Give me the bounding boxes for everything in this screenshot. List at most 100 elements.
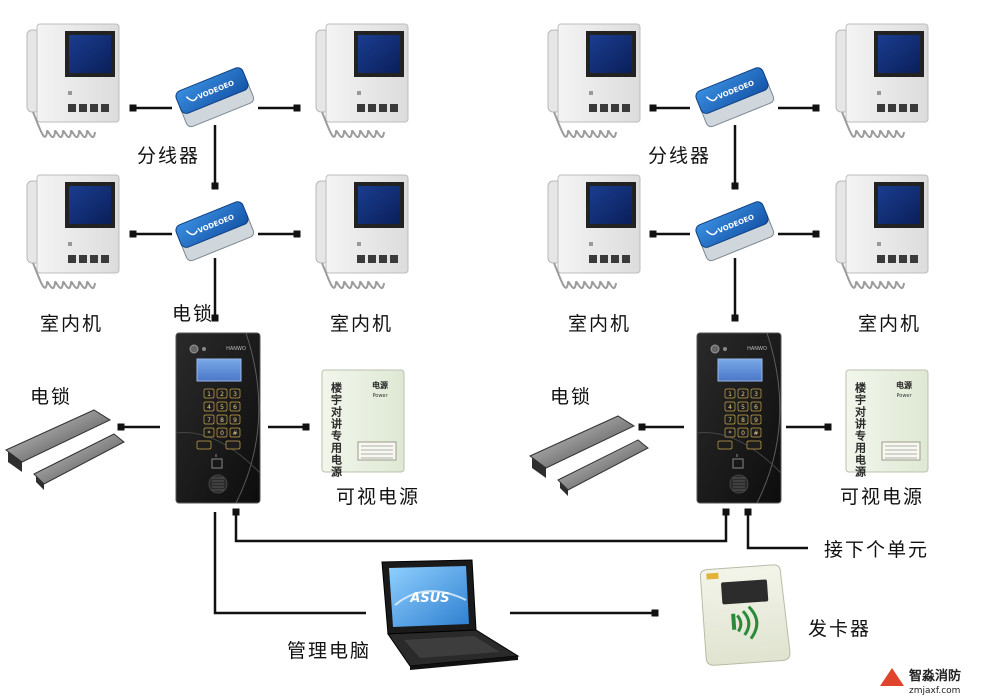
splitter-device: VODEOEO	[175, 67, 255, 128]
wire-terminal	[651, 609, 659, 617]
indoor-monitor	[315, 174, 409, 290]
panel-key-label: 9	[754, 417, 758, 424]
panel-card-reader-icon	[211, 454, 223, 469]
monitor-button	[899, 255, 907, 263]
monitor-indicator	[589, 91, 593, 95]
wire-terminal	[232, 508, 240, 516]
wire-terminal	[302, 423, 310, 431]
monitor-button	[379, 255, 387, 263]
panel-key	[229, 388, 241, 399]
video-power-label: 可视电源	[840, 486, 924, 508]
panel-key-label: 4	[728, 404, 732, 411]
indoor-monitor	[315, 23, 409, 139]
monitor-cord	[321, 262, 385, 290]
panel-key	[203, 388, 215, 399]
panel-key-label: 6	[233, 404, 237, 411]
panel-key-label: 3	[233, 391, 237, 398]
monitor-cord	[321, 111, 385, 139]
monitor-indicator	[589, 242, 593, 246]
watermark-logo-icon	[880, 668, 904, 686]
wire-terminal	[731, 182, 739, 190]
rfid-wave-icon	[736, 605, 759, 640]
monitor-button	[90, 255, 98, 263]
splitter-label: 分线器	[137, 145, 200, 167]
panel-function-key	[746, 440, 762, 450]
splitter-logo	[185, 230, 198, 236]
card-issuer-display	[721, 579, 769, 605]
panel-key	[216, 427, 228, 438]
electric-lock-label: 电锁	[550, 386, 592, 408]
wire-terminal	[129, 230, 137, 238]
panel-key	[750, 388, 762, 399]
psu-vertical-label: 楼宇对讲专用电源	[854, 381, 867, 478]
panel-key	[737, 388, 749, 399]
panel-key-label: 9	[233, 417, 237, 424]
splitter-logo	[185, 96, 198, 102]
splitter-device: VODEOEO	[175, 201, 255, 262]
monitor-button	[390, 104, 398, 112]
panel-key	[203, 401, 215, 412]
monitor-button	[101, 255, 109, 263]
wire-terminal	[211, 182, 219, 190]
indoor-monitor	[835, 174, 929, 290]
panel-camera	[710, 344, 720, 354]
wire-panel-to-pc	[213, 512, 366, 615]
panel-key-label: *	[208, 430, 211, 437]
panel-key-label: 2	[741, 391, 745, 398]
panel-key	[750, 414, 762, 425]
panel-function-key	[717, 440, 733, 450]
wire-terminal	[824, 423, 832, 431]
wire-terminal	[744, 508, 752, 516]
panel-key-label: 1	[207, 391, 211, 398]
lock-armature	[33, 433, 125, 485]
next-unit-label: 接下个单元	[824, 539, 929, 561]
panel-key	[203, 427, 215, 438]
wire-terminal	[812, 230, 820, 238]
panel-key	[737, 427, 749, 438]
splitter-top	[175, 67, 249, 114]
laptop-screen	[389, 566, 469, 627]
panel-key-label: 6	[754, 404, 758, 411]
panel-key	[750, 427, 762, 438]
monitor-button	[589, 104, 597, 112]
monitor-button	[357, 255, 365, 263]
monitor-button	[90, 104, 98, 112]
monitor-button	[910, 104, 918, 112]
wire-terminal	[117, 423, 125, 431]
panel-brand-label: HANWO	[226, 346, 246, 352]
panel-key	[737, 401, 749, 412]
monitor-button	[368, 255, 376, 263]
monitor-cord	[553, 262, 617, 290]
monitor-button	[79, 104, 87, 112]
lock-magnet	[5, 409, 112, 463]
monitor-button	[888, 255, 896, 263]
panel-mic	[723, 347, 727, 351]
magnetic-lock	[5, 409, 125, 490]
monitor-cord	[841, 262, 905, 290]
monitor-button	[622, 255, 630, 263]
monitor-indicator	[877, 242, 881, 246]
lock-armature-side	[560, 482, 568, 496]
panel-key-label: 3	[754, 391, 758, 398]
panel-key-label: 1	[728, 391, 732, 398]
monitor-button	[622, 104, 630, 112]
monitor-button	[68, 104, 76, 112]
monitor-indicator	[68, 91, 72, 95]
wire-terminal	[293, 230, 301, 238]
monitor-button	[888, 104, 896, 112]
lock-armature	[557, 439, 649, 491]
electric-lock-label: 电锁	[30, 386, 72, 408]
psu-spec-plate	[881, 441, 921, 461]
video-power-label: 可视电源	[336, 486, 420, 508]
indoor-monitor	[26, 174, 120, 290]
panel-key-label: #	[753, 430, 758, 437]
monitor-button	[600, 104, 608, 112]
wire-terminal	[638, 423, 646, 431]
panel-key-label: 5	[741, 404, 745, 411]
monitor-button	[910, 255, 918, 263]
management-pc-label: 管理电脑	[287, 640, 371, 662]
indoor-monitor	[547, 23, 641, 139]
